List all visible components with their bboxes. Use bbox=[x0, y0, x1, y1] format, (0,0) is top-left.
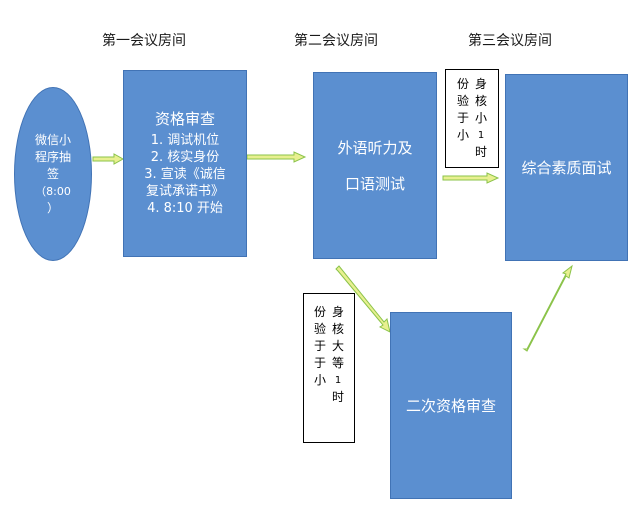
note-bottom: 身 核 大 等 1 时 份 验 于 于 小 bbox=[303, 293, 355, 443]
note-bottom-char: 于 bbox=[313, 356, 326, 370]
second-review-box: 二次资格审查 bbox=[390, 312, 512, 499]
oval-line-5: ） bbox=[46, 200, 59, 215]
room-label-1: 第一会议房间 bbox=[102, 33, 186, 49]
wechat-draw-oval: 微信小 程序抽 签 （8:00 ） bbox=[14, 87, 92, 261]
note-bottom-char: 份 bbox=[313, 305, 326, 319]
note-top-col-2: 份 验 于 小 bbox=[457, 76, 469, 161]
second-review-label: 二次资格审查 bbox=[405, 396, 496, 415]
language-line-1: 外语听力及 bbox=[337, 138, 413, 157]
qualification-step-4: 4. 8:10 开始 bbox=[147, 201, 223, 216]
note-bottom-char: 身 bbox=[332, 305, 345, 319]
note-bottom-char: 时 bbox=[332, 390, 345, 404]
qualification-box: 资格审查 1. 调试机位 2. 核实身份 3. 宣读《诚信 复试承诺书》 4. … bbox=[123, 70, 247, 257]
room-label-3: 第三会议房间 bbox=[468, 33, 552, 49]
arrow-oval-to-qualification bbox=[92, 153, 125, 165]
note-top: 身 核 小 1 时 份 验 于 小 bbox=[445, 69, 499, 168]
note-top-char: 小 bbox=[475, 111, 488, 125]
note-top-char: 身 bbox=[475, 77, 488, 91]
language-test-box: 外语听力及 口语测试 bbox=[313, 72, 437, 259]
note-top-char: 时 bbox=[475, 145, 488, 159]
note-top-char: 份 bbox=[456, 77, 469, 91]
note-bottom-char: 大 bbox=[332, 339, 345, 353]
note-bottom-col-2: 份 验 于 于 小 bbox=[314, 304, 326, 436]
note-bottom-char: 小 bbox=[313, 373, 326, 387]
note-bottom-char: 验 bbox=[313, 322, 326, 336]
note-top-char: 于 bbox=[456, 111, 469, 125]
room-label-2: 第二会议房间 bbox=[294, 33, 378, 49]
oval-line-2: 程序抽 bbox=[34, 149, 71, 164]
note-bottom-char: 于 bbox=[313, 339, 326, 353]
language-line-2: 口语测试 bbox=[344, 174, 405, 193]
oval-line-1: 微信小 bbox=[34, 132, 71, 147]
oval-line-4: （8:00 bbox=[35, 184, 71, 198]
qualification-step-3: 3. 宣读《诚信 bbox=[144, 167, 226, 182]
note-top-col-1: 身 核 小 1 时 bbox=[475, 76, 487, 161]
oval-line-3: 签 bbox=[46, 166, 59, 181]
note-bottom-char: 核 bbox=[332, 322, 345, 336]
qualification-title: 资格审查 bbox=[154, 110, 215, 128]
note-bottom-char: 1 bbox=[334, 375, 342, 386]
note-top-char: 核 bbox=[475, 94, 488, 108]
note-top-char: 1 bbox=[477, 130, 485, 141]
arrow-second-review-to-interview bbox=[522, 264, 573, 352]
interview-label: 综合素质面试 bbox=[521, 158, 612, 177]
note-bottom-char: 等 bbox=[332, 356, 345, 370]
qualification-step-2: 2. 核实身份 bbox=[150, 150, 220, 165]
qualification-step-1: 1. 调试机位 bbox=[150, 133, 220, 148]
arrow-language-to-interview bbox=[442, 172, 500, 184]
note-bottom-col-1: 身 核 大 等 1 时 bbox=[332, 304, 344, 436]
note-top-char: 小 bbox=[456, 128, 469, 142]
qualification-step-3b: 复试承诺书》 bbox=[145, 184, 224, 199]
interview-box: 综合素质面试 bbox=[505, 74, 628, 261]
note-top-char: 验 bbox=[456, 94, 469, 108]
arrow-qualification-to-language bbox=[246, 151, 307, 163]
